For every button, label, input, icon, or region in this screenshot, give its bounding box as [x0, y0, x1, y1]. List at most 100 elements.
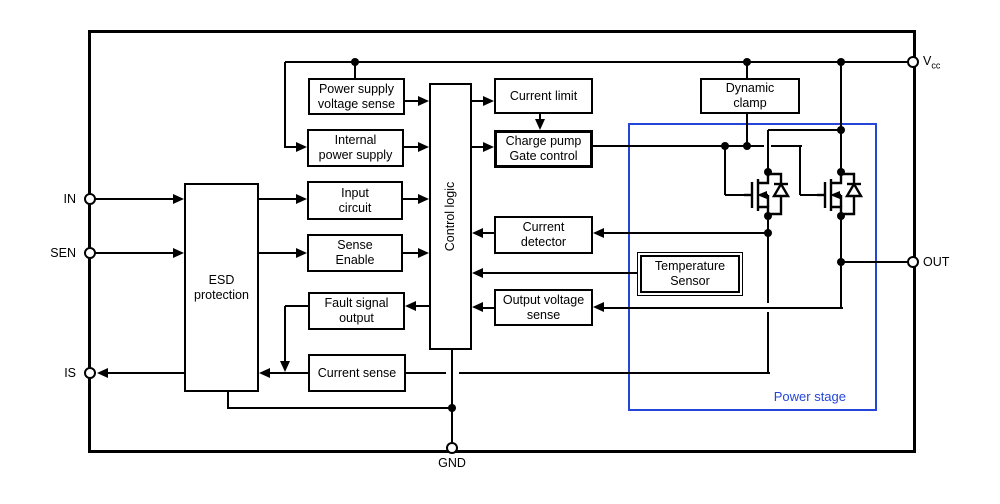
block-output-voltage-sense: Output voltage sense	[494, 289, 593, 326]
chip-outline	[88, 30, 916, 453]
junction-dot	[764, 229, 772, 237]
wire	[603, 232, 769, 234]
wire	[841, 261, 908, 263]
wire	[95, 198, 176, 200]
pin-vcc	[907, 56, 919, 68]
power-stage-outline	[628, 123, 877, 411]
wire	[403, 198, 422, 200]
pin-label-vcc: Vcc	[923, 54, 941, 71]
wire	[95, 252, 176, 254]
pin-out	[907, 256, 919, 268]
wire	[593, 145, 764, 147]
wire	[800, 194, 818, 196]
wire	[746, 62, 748, 78]
junction-dot	[837, 258, 845, 266]
arrowhead-right	[296, 248, 307, 258]
pin-label-sen: SEN	[50, 246, 76, 260]
arrowhead-right	[173, 194, 184, 204]
block-esd-protection: ESD protection	[184, 183, 259, 392]
wire	[603, 307, 843, 309]
pin-sen	[84, 247, 96, 259]
arrowhead-left	[405, 301, 416, 311]
wire	[482, 272, 640, 274]
arrowhead-right	[418, 248, 429, 258]
mosfet-main-icon	[817, 170, 864, 220]
wire	[725, 194, 745, 196]
junction-dot	[743, 142, 751, 150]
arrowhead-right	[483, 96, 494, 106]
wire	[768, 129, 842, 131]
wire	[285, 146, 298, 148]
wire	[799, 146, 801, 195]
wire	[354, 62, 356, 78]
arrowhead-right	[173, 248, 184, 258]
block-power-supply-voltage-sense: Power supply voltage sense	[308, 78, 405, 115]
block-current-limit: Current limit	[494, 78, 593, 114]
wire	[767, 220, 769, 303]
wire	[269, 372, 308, 374]
wire	[459, 372, 770, 374]
wire	[482, 307, 494, 309]
wire	[285, 61, 913, 63]
wire	[472, 100, 484, 102]
junction-dot	[837, 58, 845, 66]
block-sense-enable: Sense Enable	[307, 234, 403, 272]
block-input-circuit: Input circuit	[307, 181, 403, 220]
arrowhead-left	[472, 302, 483, 312]
wire	[285, 305, 308, 307]
arrowhead-right	[418, 194, 429, 204]
block-temperature-sensor: Temperature Sensor	[640, 255, 740, 293]
power-stage-label: Power stage	[773, 389, 846, 404]
junction-dot	[837, 126, 845, 134]
pin-label-gnd: GND	[438, 456, 466, 470]
mosfet-sense-icon	[744, 170, 791, 220]
block-charge-pump-gate-control: Charge pump Gate control	[494, 130, 593, 168]
arrowhead-right	[418, 96, 429, 106]
arrowhead-left	[593, 302, 604, 312]
wire	[771, 145, 802, 147]
wire	[767, 312, 769, 373]
wire	[284, 306, 286, 361]
arrowhead-down	[535, 119, 545, 130]
wire	[406, 372, 446, 374]
arrowhead-down	[280, 361, 290, 372]
block-dynamic-clamp: Dynamic clamp	[700, 78, 800, 114]
wire	[259, 252, 299, 254]
pin-in	[84, 193, 96, 205]
wire	[405, 100, 422, 102]
arrowhead-right	[296, 142, 307, 152]
pin-label-out: OUT	[923, 255, 950, 269]
junction-dot	[448, 404, 456, 412]
block-control-logic: Control logic	[429, 83, 472, 350]
arrowhead-right	[296, 194, 307, 204]
block-current-sense: Current sense	[308, 354, 406, 392]
wire	[259, 198, 299, 200]
wire	[840, 62, 842, 172]
pin-label-in: IN	[63, 192, 77, 206]
wire	[746, 114, 748, 146]
pin-gnd	[446, 442, 458, 454]
wire	[415, 305, 430, 307]
wire	[451, 350, 453, 448]
wire	[403, 146, 422, 148]
wire	[228, 407, 454, 409]
arrowhead-right	[418, 142, 429, 152]
block-fault-signal-output: Fault signal output	[308, 292, 405, 330]
wire	[724, 146, 726, 195]
wire	[227, 392, 229, 409]
wire	[472, 146, 484, 148]
arrowhead-left	[472, 228, 483, 238]
wire	[284, 62, 286, 148]
junction-dot	[721, 142, 729, 150]
block-internal-power-supply: Internal power supply	[307, 129, 404, 167]
pin-label-is: IS	[64, 366, 76, 380]
wire	[105, 372, 184, 374]
junction-dot	[743, 58, 751, 66]
wire	[403, 252, 422, 254]
arrowhead-left	[593, 228, 604, 238]
arrowhead-right	[483, 142, 494, 152]
block-current-detector: Current detector	[494, 216, 593, 254]
arrowhead-left	[97, 368, 108, 378]
wire	[767, 130, 769, 172]
